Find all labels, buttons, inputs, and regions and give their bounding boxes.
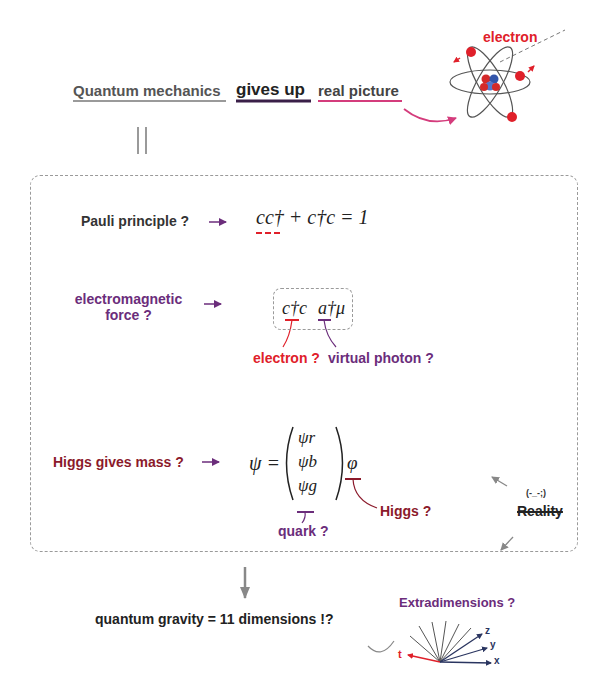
annotation: Higgs ? xyxy=(380,503,431,519)
part-label: electron xyxy=(483,29,537,45)
equals-bar xyxy=(145,127,147,154)
operator: c†c xyxy=(282,298,307,319)
motion-arrow xyxy=(528,66,534,72)
motion-arrow xyxy=(454,58,460,62)
electron-dot xyxy=(507,112,517,122)
emoticon: (-_-;) xyxy=(526,488,546,498)
flow-arrow xyxy=(244,567,247,598)
arrow-symbol xyxy=(209,221,226,223)
arrow-symbol xyxy=(202,461,219,463)
arrow-symbol xyxy=(204,303,221,305)
heading-word: real picture xyxy=(318,82,399,99)
leader-line xyxy=(283,320,292,347)
leader-line xyxy=(324,320,336,347)
electron-dot xyxy=(515,71,525,81)
parenthesis xyxy=(287,427,294,500)
nucleon xyxy=(492,83,500,91)
orbit xyxy=(450,70,530,94)
axis-arrow xyxy=(440,662,491,663)
annotation: electron ? xyxy=(253,350,320,366)
operator: a†μ xyxy=(318,298,345,319)
underline xyxy=(73,100,226,102)
leader-line xyxy=(353,479,377,508)
matrix-entry: ψg xyxy=(298,476,317,496)
underline xyxy=(318,100,402,102)
axis-label: x xyxy=(494,655,500,667)
axis-label: t xyxy=(398,648,402,661)
group-box: Pauli principle ? cc† + c†c = 1 electromag… xyxy=(30,175,578,552)
equals-bar xyxy=(137,127,139,154)
question-text: electromagnetic force ? xyxy=(61,291,196,323)
orbit xyxy=(460,41,521,122)
annotation: quark ? xyxy=(278,523,329,539)
equation: cc† + c†c = 1 xyxy=(256,206,369,229)
orbit xyxy=(460,41,521,122)
heading-word: gives up xyxy=(236,80,305,100)
nucleon xyxy=(480,83,488,91)
electron-dot xyxy=(466,47,476,57)
pointer-arrow xyxy=(501,537,513,550)
question-text: Higgs gives mass ? xyxy=(53,454,184,470)
heading-word: Quantum mechanics xyxy=(73,82,221,99)
pointer-arrow xyxy=(404,109,456,121)
leader-line xyxy=(302,512,305,523)
time-axis xyxy=(408,655,440,662)
matrix-entry: ψb xyxy=(298,452,317,472)
axis-arrow xyxy=(440,634,482,662)
struck-word: Reality xyxy=(517,503,563,519)
equation: ψ = xyxy=(249,452,280,475)
pointer-arrow xyxy=(492,477,507,486)
parenthesis xyxy=(336,427,343,500)
note-label: Extradimensions ? xyxy=(399,596,515,611)
axis-label: y xyxy=(490,639,496,651)
question-text: Pauli principle ? xyxy=(81,213,189,229)
leader-line xyxy=(368,641,394,652)
annotation: virtual photon ? xyxy=(328,350,434,366)
conclusion-text: quantum gravity = 11 dimensions !? xyxy=(95,611,333,627)
axis-arrow xyxy=(440,648,487,662)
operator-box: c†c a†μ xyxy=(273,288,353,330)
underline xyxy=(256,232,280,234)
underline xyxy=(236,100,311,103)
matrix-entry: ψr xyxy=(298,428,315,448)
axis-label: z xyxy=(485,625,490,637)
field-symbol: φ xyxy=(347,452,358,474)
